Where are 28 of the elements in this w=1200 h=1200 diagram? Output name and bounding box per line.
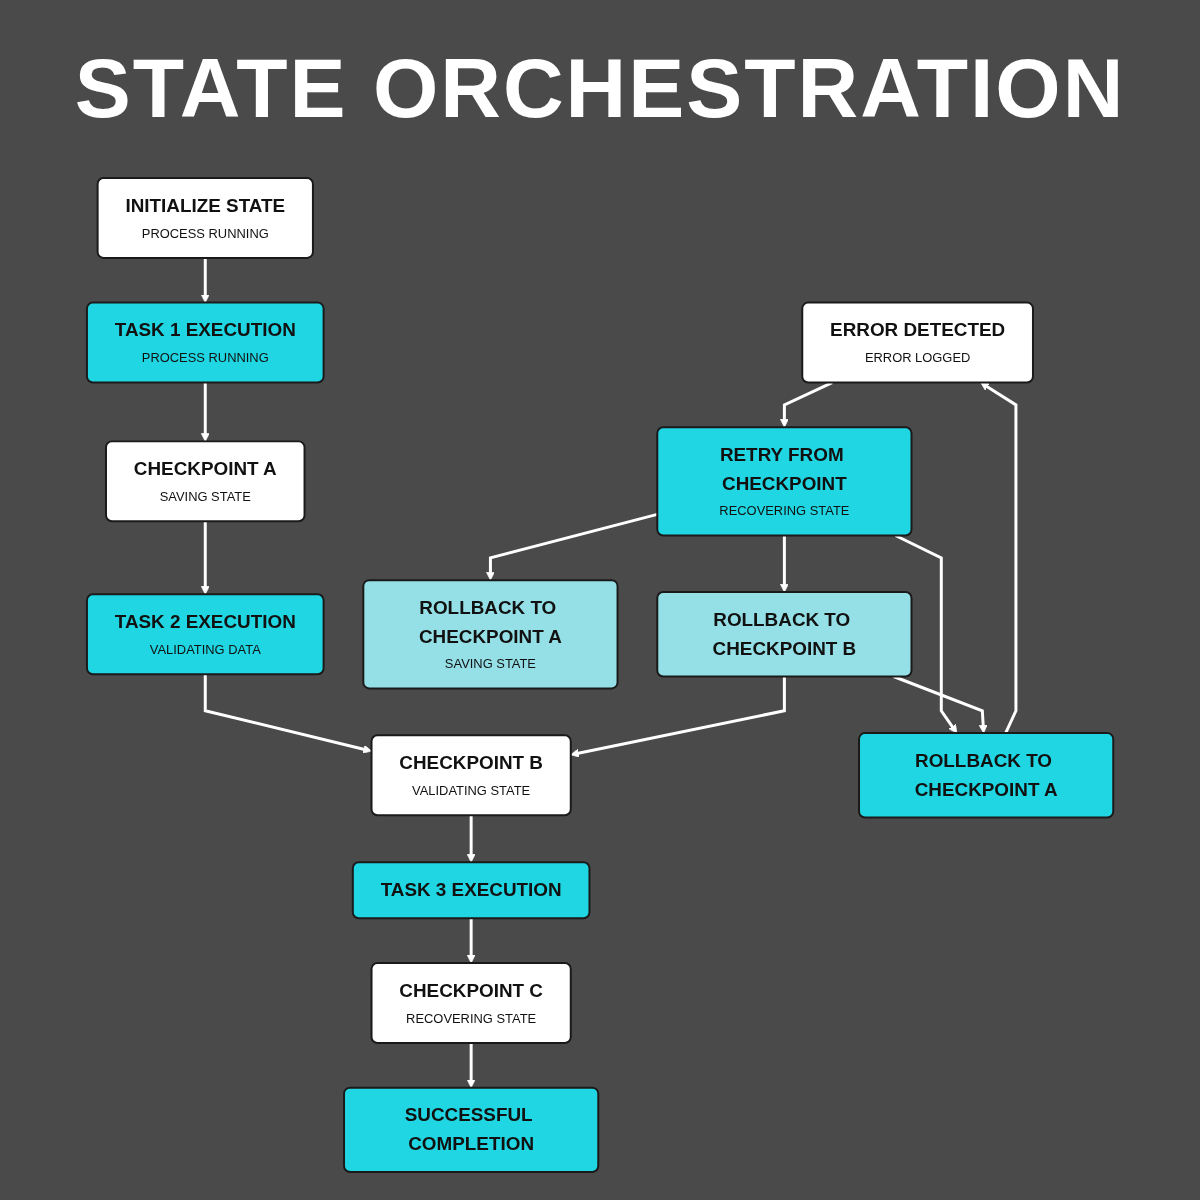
node-box: TASK 2 EXECUTION VALIDATING DATA bbox=[85, 593, 325, 676]
arrow bbox=[779, 535, 789, 593]
arrow bbox=[466, 918, 476, 964]
node-box: ROLLBACK TO CHECKPOINT A bbox=[857, 732, 1115, 819]
arrow bbox=[893, 675, 988, 734]
node-box: INITIALIZE STATE PROCESS RUNNING bbox=[96, 176, 314, 259]
node-box: CHECKPOINT B VALIDATING STATE bbox=[370, 734, 572, 817]
arrow bbox=[570, 676, 786, 758]
diagram-title: STATE ORCHESTRATION bbox=[73, 40, 1127, 137]
node-box: CHECKPOINT C RECOVERING STATE bbox=[370, 962, 572, 1044]
node-box: RETRY FROM CHECKPOINT RECOVERING STATE bbox=[656, 426, 913, 537]
node-box: ROLLBACK TO CHECKPOINT B bbox=[656, 591, 913, 678]
node-box: CHECKPOINT A SAVING STATE bbox=[104, 440, 306, 523]
node-box: TASK 3 EXECUTION bbox=[351, 861, 591, 920]
arrow bbox=[200, 521, 210, 595]
node-box: TASK 1 EXECUTION PROCESS RUNNING bbox=[85, 301, 325, 384]
node-box: ERROR DETECTED ERROR LOGGED bbox=[801, 301, 1034, 384]
arrow bbox=[779, 381, 833, 428]
arrow bbox=[200, 257, 210, 303]
arrow bbox=[980, 382, 1018, 734]
arrow bbox=[485, 512, 658, 581]
arrow bbox=[466, 1042, 476, 1089]
arrow bbox=[894, 534, 958, 734]
arrow bbox=[200, 382, 210, 442]
arrow bbox=[203, 674, 372, 754]
node-box: ROLLBACK TO CHECKPOINT A SAVING STATE bbox=[362, 579, 619, 690]
arrow bbox=[466, 815, 476, 863]
node-box: SUCCESSFUL COMPLETION bbox=[342, 1086, 600, 1174]
